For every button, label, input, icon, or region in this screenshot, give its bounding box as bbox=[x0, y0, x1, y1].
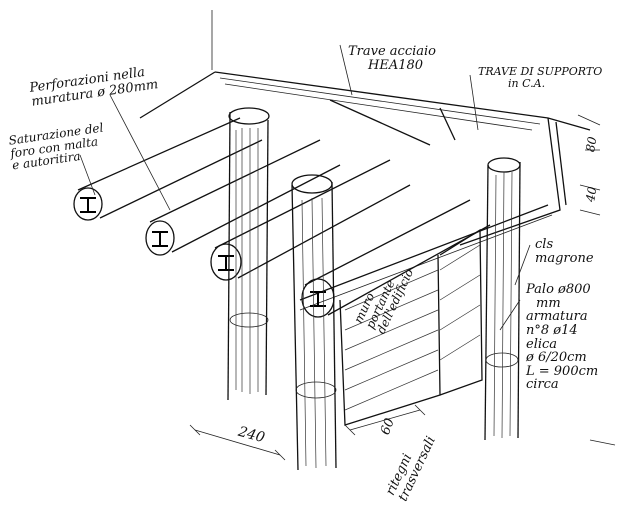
pile-line-7: L = 900cm bbox=[526, 363, 599, 379]
cls-line-2: magrone bbox=[535, 250, 594, 266]
piles bbox=[227, 107, 521, 471]
dimension-80: 80 bbox=[583, 135, 600, 153]
label-steel-beam: Trave acciaio HEA180 bbox=[348, 45, 436, 72]
pile-line-8: circa bbox=[526, 377, 559, 393]
dimension-40: 40 bbox=[583, 185, 600, 203]
steel-beams bbox=[73, 99, 491, 318]
label-cls: cls magrone bbox=[535, 238, 594, 265]
cls-line-1: cls bbox=[535, 237, 554, 252]
support-beam-line-1: TRAVE DI SUPPORTO bbox=[478, 65, 603, 78]
bearing-wall bbox=[339, 228, 483, 426]
pile-line-3: armatura bbox=[526, 309, 588, 325]
pile-line-4: n°8 ø14 bbox=[526, 322, 578, 338]
leader-lines bbox=[79, 10, 601, 331]
label-pile: Palo ø800 mm armatura n°8 ø14 elica ø 6/… bbox=[526, 283, 598, 392]
steel-beam-line-1: Trave acciaio bbox=[348, 44, 437, 59]
pile-line-6: ø 6/20cm bbox=[526, 350, 587, 366]
steel-beam-line-2: HEA180 bbox=[368, 57, 424, 73]
pile-line-5: elica bbox=[526, 336, 558, 352]
support-beam-line-2: in C.A. bbox=[508, 76, 546, 90]
pile-line-2: mm bbox=[536, 295, 561, 311]
pile-line-1: Palo ø800 bbox=[526, 282, 591, 297]
dimension-lines bbox=[189, 404, 616, 461]
support-beam bbox=[139, 71, 591, 311]
label-support-beam: TRAVE DI SUPPORTO in C.A. bbox=[478, 66, 602, 89]
